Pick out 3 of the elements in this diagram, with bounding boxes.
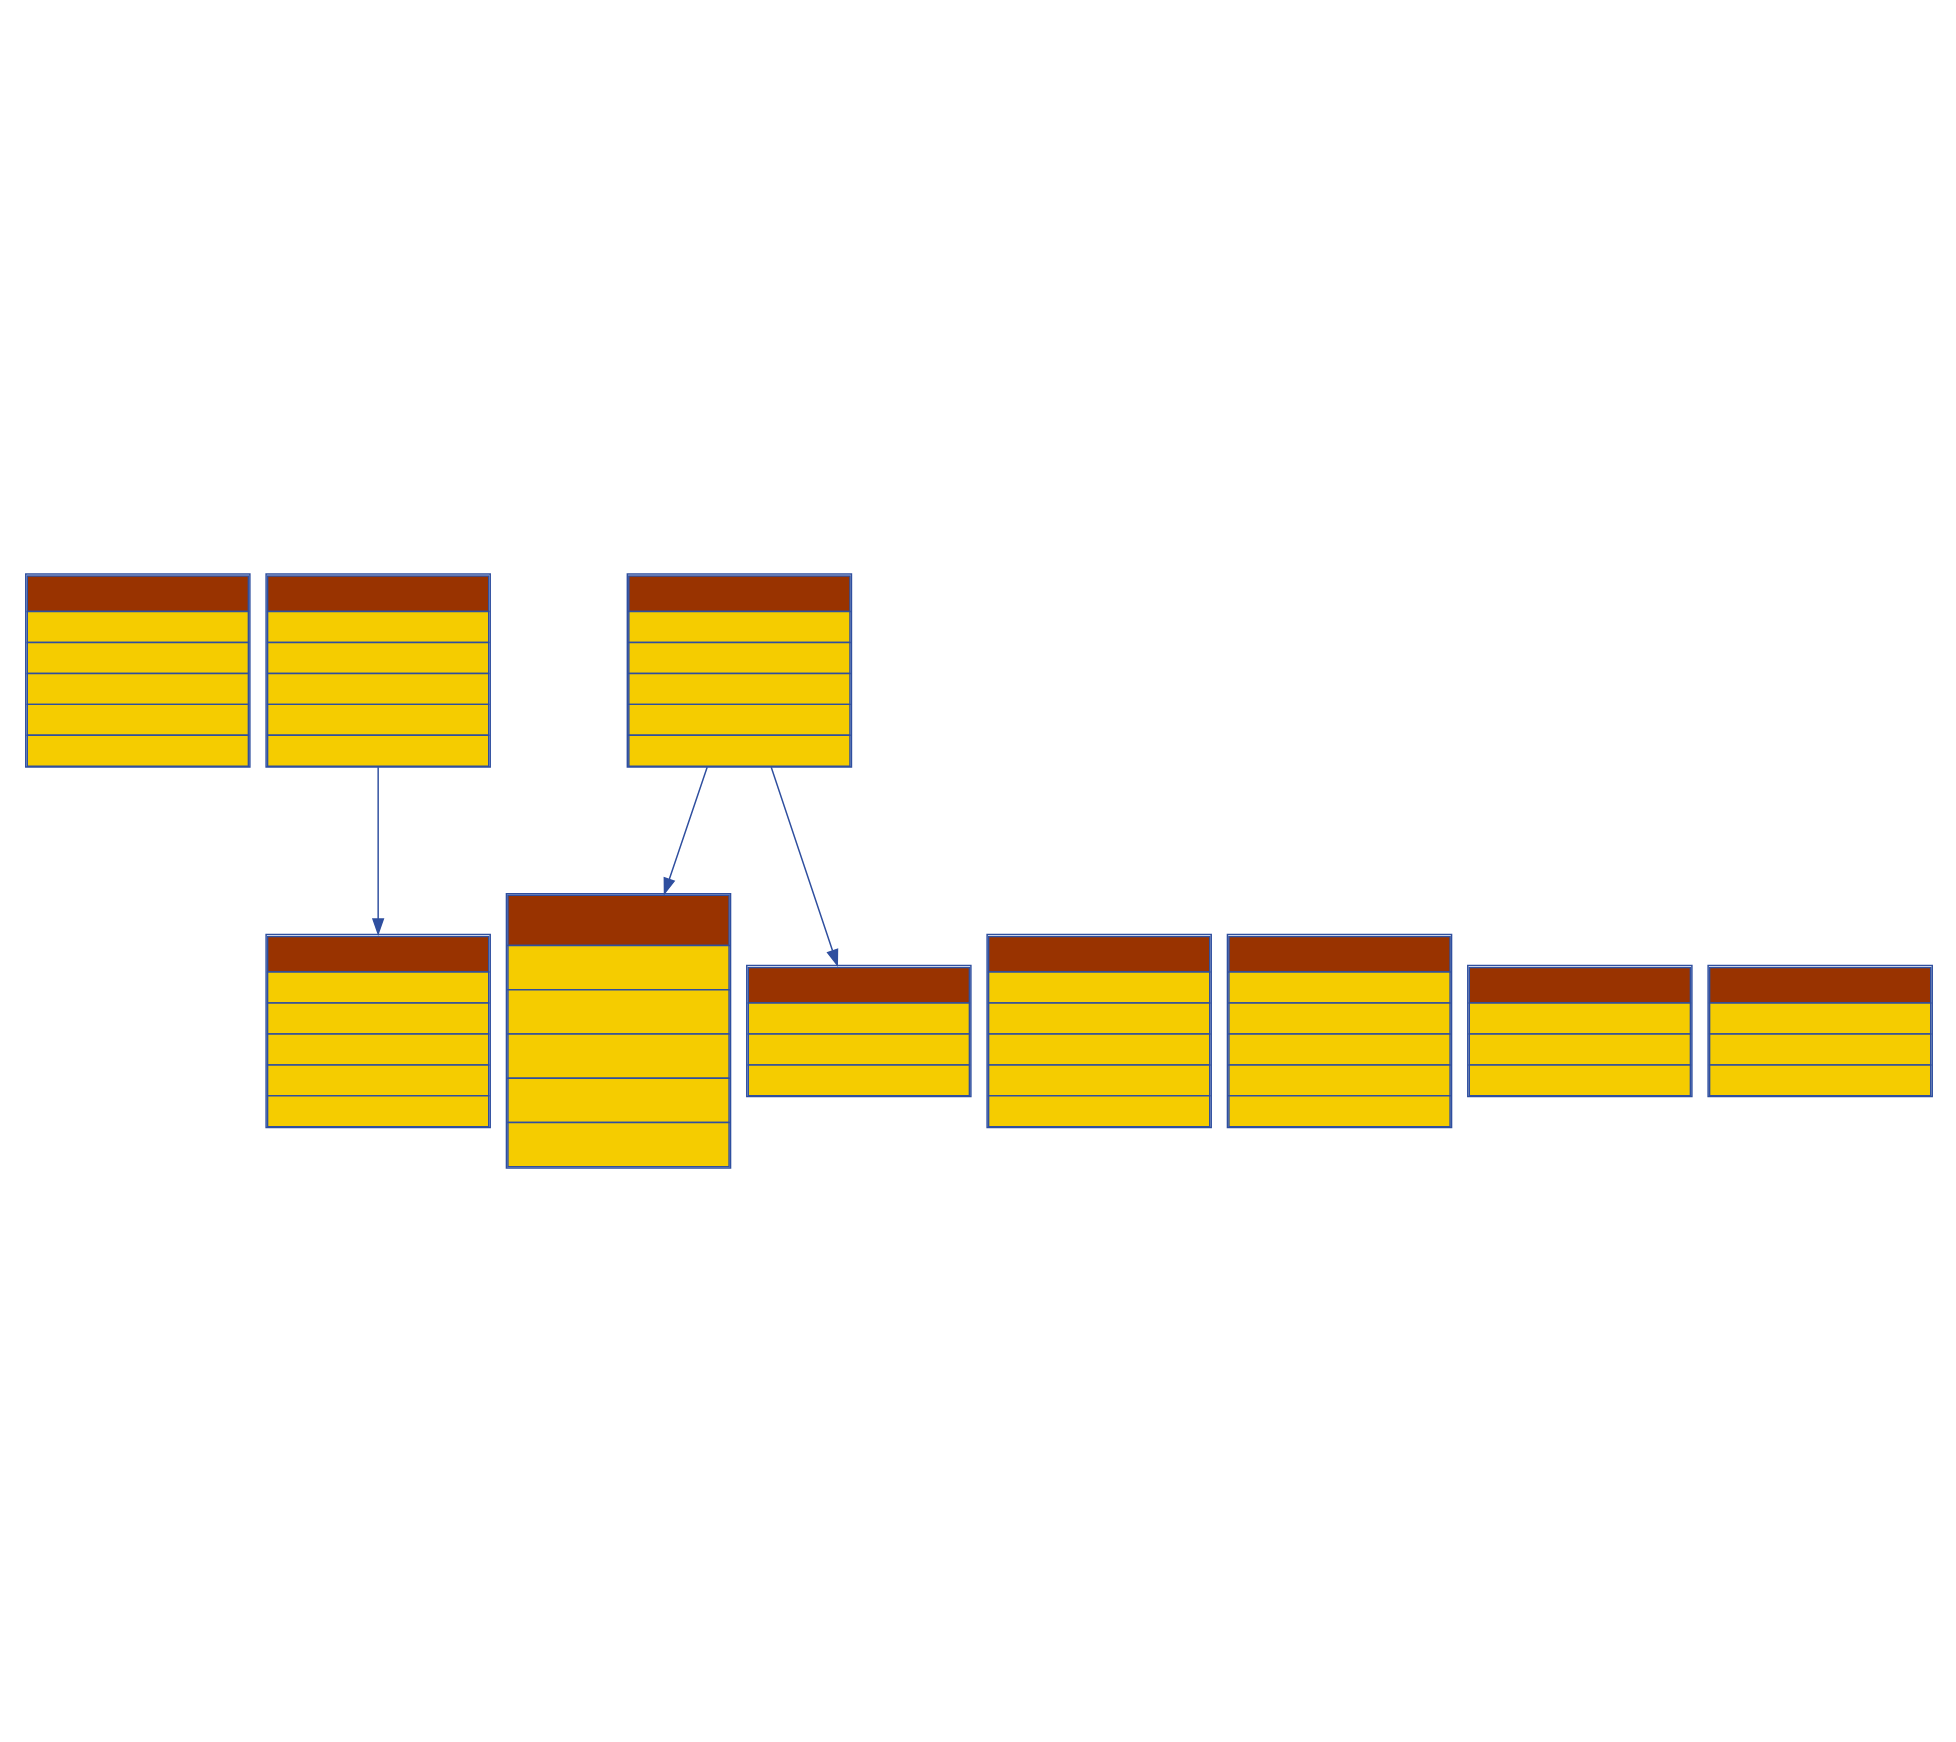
arrow [370, 766, 384, 937]
arrow [662, 766, 707, 896]
arrow [769, 766, 838, 967]
